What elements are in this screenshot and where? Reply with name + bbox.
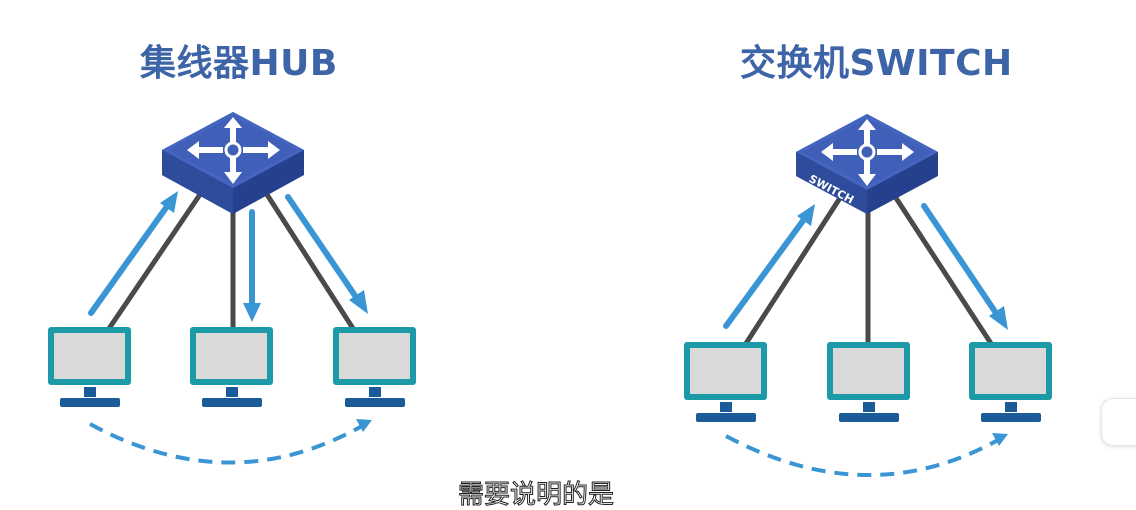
hub-computer-3 <box>333 327 416 407</box>
hub-icon <box>162 112 304 214</box>
switch-arrow-down-right <box>921 203 1008 330</box>
play-button[interactable] <box>1101 398 1136 446</box>
switch-cables <box>742 195 995 348</box>
switch-icon: SWITCH <box>796 114 938 214</box>
hub-title: 集线器HUB <box>140 43 338 84</box>
hub-arrow-up-left <box>88 191 178 316</box>
hub-dashed-arrow <box>89 419 372 465</box>
switch-arrow-up-left <box>723 204 815 329</box>
hub-computer-2 <box>190 327 273 407</box>
switch-traffic-arrows <box>723 203 1008 330</box>
hub-cables <box>105 190 357 333</box>
hub-arrows-icon <box>187 117 280 184</box>
switch-cable-left <box>742 195 843 348</box>
hub-arrow-down-middle <box>243 209 261 322</box>
switch-cable-right <box>893 195 995 348</box>
switch-computer-3 <box>969 342 1052 422</box>
switch-title: 交换机SWITCH <box>740 43 1013 84</box>
hub-panel <box>48 112 416 465</box>
hub-traffic-arrows <box>88 191 368 322</box>
hub-arrow-down-right <box>285 194 368 314</box>
switch-panel: SWITCH <box>684 114 1052 477</box>
switch-computer-1 <box>684 342 767 422</box>
hub-computer-1 <box>48 327 131 407</box>
hub-cable-left <box>105 190 204 333</box>
hub-cable-right <box>263 190 357 333</box>
switch-dashed-arrow <box>725 433 1008 477</box>
subtitle-caption: 需要说明的是 <box>457 480 615 510</box>
switch-computer-2 <box>827 342 910 422</box>
switch-arrows-icon <box>821 119 914 186</box>
